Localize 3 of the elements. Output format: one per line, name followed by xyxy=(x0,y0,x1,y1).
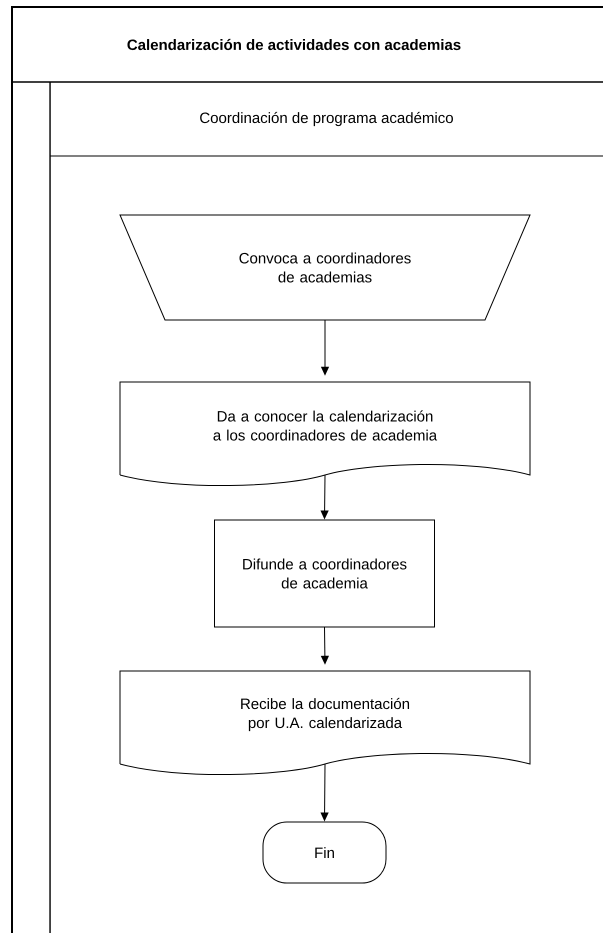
document-shape: Recibe la documentación por U.A. calendarizada xyxy=(120,670,530,775)
document-shape: Da a conocer la calendarización a los coordinadores de academia xyxy=(120,382,530,486)
process-box: Difunde a coordinadores de academia xyxy=(214,520,435,628)
